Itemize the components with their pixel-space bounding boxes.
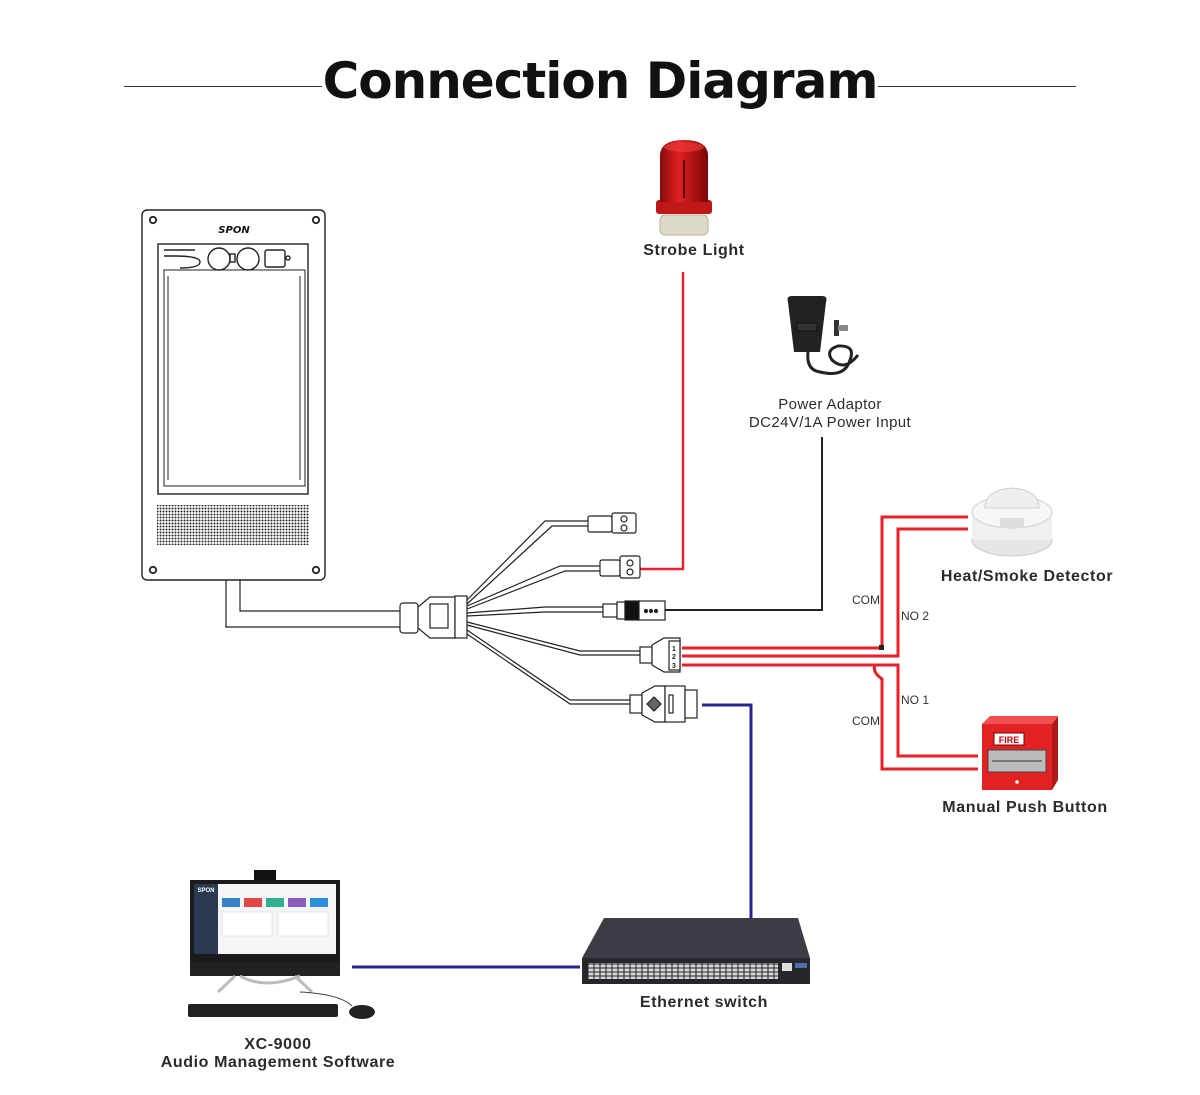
title-rule-right [878,86,1076,87]
connector-rj45 [629,685,698,723]
page-title: Connection Diagram [322,52,879,110]
no1-label: NO 1 [901,693,930,707]
cable-branches [466,520,640,705]
wire-strobe [640,272,685,571]
connector-strobe [599,555,641,579]
connector-power [602,600,666,621]
power-adaptor-label-line2: DC24V/1A Power Input [748,414,912,431]
wire-network-device [702,703,753,918]
intercom-device [141,209,400,628]
smoke-detector-image [971,487,1053,557]
pc-label-line1: XC-9000 [244,1036,312,1053]
power-adaptor-image [787,296,860,375]
pc-screen-brand: SPON [197,888,214,894]
com-junction-dot [879,645,884,650]
pc-label-line2: Audio Management Software [160,1054,396,1071]
wire-power [665,437,823,611]
pin-label-2: 2 [672,654,676,661]
connector-spare [587,512,637,534]
title-rule-left [124,86,322,87]
svg-text:FIRE: FIRE [999,735,1020,745]
com-bottom-label: COM [852,714,880,728]
smoke-detector-label: Heat/Smoke Detector [940,568,1114,585]
push-button-label: Manual Push Button [942,799,1108,816]
no2-label: NO 2 [901,609,930,623]
power-adaptor-label-line1: Power Adaptor [778,396,882,413]
pin-label-1: 1 [672,646,676,653]
ethernet-switch-image [582,918,810,984]
push-button-image: FIRE [982,716,1058,790]
pc-image [188,870,375,1019]
alarm-wires [682,515,978,771]
strobe-light-label: Strobe Light [643,242,745,259]
device-brand-logo: SPON [218,225,250,236]
pin-label-3: 3 [672,663,676,670]
com-top-label: COM [852,593,880,607]
cable-hub [399,595,468,639]
ethernet-switch-label: Ethernet switch [639,994,769,1011]
connector-alarm-terminal [639,637,681,673]
strobe-light-image [656,140,712,236]
